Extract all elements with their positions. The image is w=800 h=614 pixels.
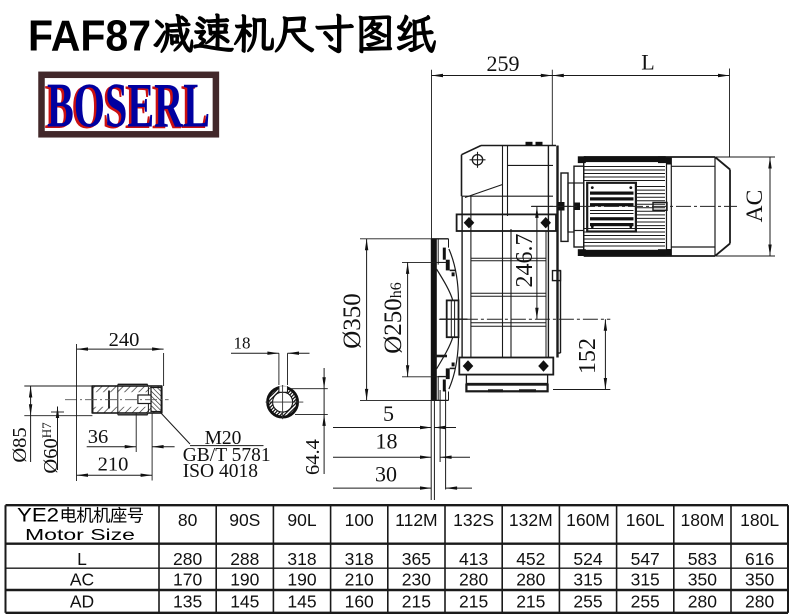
svg-text:30: 30 [375, 462, 397, 487]
svg-text:215: 215 [402, 592, 431, 612]
svg-text:18: 18 [376, 429, 398, 454]
svg-text:259: 259 [487, 51, 520, 76]
svg-text:616: 616 [745, 549, 774, 569]
svg-text:Ø250h6: Ø250h6 [380, 282, 407, 354]
svg-text:280: 280 [516, 570, 545, 590]
svg-text:GB/T 5781: GB/T 5781 [183, 445, 271, 466]
svg-text:180M: 180M [681, 510, 725, 530]
svg-text:288: 288 [230, 549, 259, 569]
svg-text:BOSERL: BOSERL [45, 72, 208, 142]
svg-text:230: 230 [402, 570, 431, 590]
svg-text:547: 547 [631, 549, 660, 569]
svg-text:ISO 4018: ISO 4018 [183, 461, 258, 482]
svg-text:160L: 160L [626, 510, 665, 530]
svg-text:132M: 132M [509, 510, 553, 530]
svg-text:AC: AC [742, 190, 768, 223]
svg-text:152: 152 [575, 338, 601, 374]
svg-text:255: 255 [631, 592, 660, 612]
svg-text:318: 318 [345, 549, 374, 569]
svg-text:524: 524 [573, 549, 602, 569]
svg-text:215: 215 [516, 592, 545, 612]
svg-text:145: 145 [287, 592, 316, 612]
svg-text:280: 280 [688, 592, 717, 612]
svg-text:318: 318 [287, 549, 316, 569]
svg-text:L: L [77, 549, 87, 569]
svg-text:BOSERL: BOSERL [47, 70, 210, 140]
svg-text:100: 100 [345, 510, 374, 530]
svg-text:280: 280 [459, 570, 488, 590]
svg-text:240: 240 [109, 329, 140, 351]
svg-text:160M: 160M [566, 510, 610, 530]
svg-text:Ø350: Ø350 [339, 293, 366, 349]
svg-text:452: 452 [516, 549, 545, 569]
svg-text:64.4: 64.4 [302, 439, 324, 475]
svg-text:315: 315 [573, 570, 602, 590]
svg-text:280: 280 [745, 592, 774, 612]
svg-text:132S: 132S [453, 510, 494, 530]
svg-text:365: 365 [402, 549, 431, 569]
svg-text:5: 5 [383, 401, 394, 426]
svg-text:135: 135 [173, 592, 202, 612]
svg-text:190: 190 [230, 570, 259, 590]
svg-text:255: 255 [573, 592, 602, 612]
svg-text:36: 36 [88, 426, 109, 448]
svg-text:Ø85: Ø85 [9, 427, 31, 462]
svg-text:80: 80 [178, 510, 198, 530]
svg-text:413: 413 [459, 549, 488, 569]
svg-text:YE2: YE2 [17, 506, 59, 527]
svg-text:M20: M20 [205, 428, 242, 449]
svg-text:280: 280 [173, 549, 202, 569]
svg-text:AD: AD [70, 592, 94, 612]
svg-text:145: 145 [230, 592, 259, 612]
svg-text:18: 18 [234, 334, 251, 353]
svg-text:190: 190 [287, 570, 316, 590]
svg-text:180L: 180L [740, 510, 779, 530]
svg-text:AC: AC [70, 570, 94, 590]
svg-text:160: 160 [345, 592, 374, 612]
svg-text:246.7: 246.7 [512, 234, 538, 288]
svg-text:112M: 112M [395, 510, 437, 530]
svg-text:FAF87: FAF87 [28, 12, 151, 61]
svg-text:90L: 90L [287, 510, 316, 530]
svg-text:210: 210 [98, 454, 129, 476]
svg-text:L: L [641, 50, 654, 75]
svg-text:90S: 90S [229, 510, 260, 530]
svg-text:Motor Size: Motor Size [25, 527, 135, 544]
svg-text:350: 350 [745, 570, 774, 590]
svg-text:583: 583 [688, 549, 717, 569]
svg-text:215: 215 [459, 592, 488, 612]
svg-text:210: 210 [345, 570, 374, 590]
svg-text:170: 170 [173, 570, 202, 590]
svg-text:315: 315 [631, 570, 660, 590]
svg-text:350: 350 [688, 570, 717, 590]
